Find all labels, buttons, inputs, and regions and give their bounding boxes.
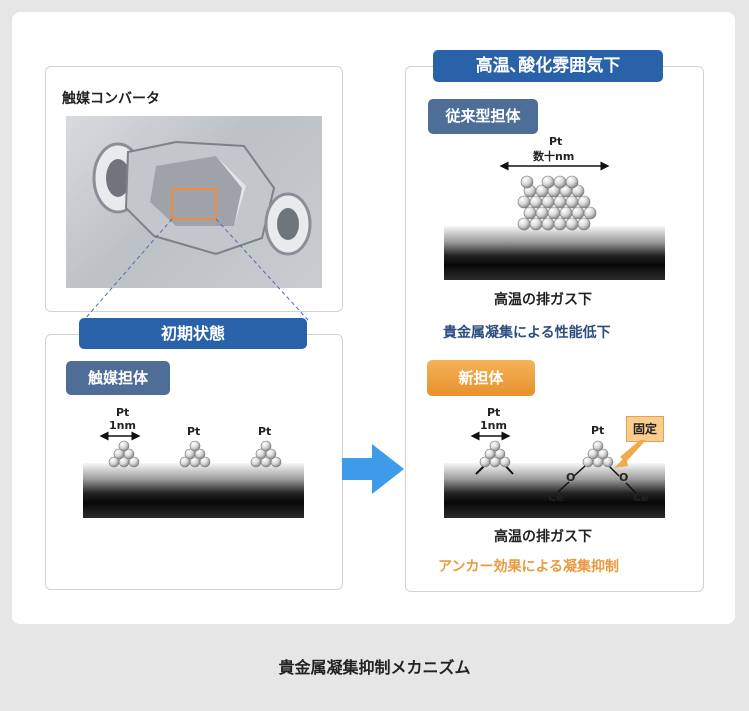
initial-pt-label-3: Pt xyxy=(258,425,272,438)
conditions-tag: 高温､酸化雰囲気下 xyxy=(433,50,663,82)
new-exhaust-label: 高温の排ガス下 xyxy=(494,529,592,545)
conventional-exhaust-label: 高温の排ガス下 xyxy=(494,292,592,308)
cerium-label-right: Ce xyxy=(633,491,649,504)
conventional-size-label: 数十nm xyxy=(533,150,575,163)
new-pt-cluster-2 xyxy=(582,440,614,468)
oxygen-label-left: O xyxy=(566,471,576,484)
conventional-carrier-pipe xyxy=(444,226,665,280)
fixed-pointer-arrow xyxy=(620,440,646,462)
new-carrier-pipe xyxy=(444,463,665,518)
anchor-bond-right xyxy=(608,465,620,477)
converter-label: 触媒コンバータ xyxy=(62,91,160,107)
converter-illustration xyxy=(92,140,312,256)
new-pt-label-2: Pt xyxy=(591,424,605,437)
conventional-pt-label: Pt xyxy=(549,135,563,148)
initial-pt-label-2: Pt xyxy=(187,425,201,438)
pt-cluster-2 xyxy=(179,440,211,468)
new-carrier-tag: 新担体 xyxy=(427,360,535,396)
new-pt-cluster-1 xyxy=(479,440,511,468)
oxygen-label-right: O xyxy=(619,471,629,484)
initial-carrier-pipe xyxy=(83,463,304,518)
conventional-result: 貴金属凝集による性能低下 xyxy=(443,325,611,341)
initial-pt-label-1: Pt xyxy=(116,406,130,419)
initial-size-label: 1nm xyxy=(109,419,136,432)
initial-carrier-tag: 触媒担体 xyxy=(66,361,170,395)
fixed-label: 固定 xyxy=(626,416,664,442)
anchor-bond-ce-right xyxy=(625,482,637,494)
cerium-label-left: Ce xyxy=(548,491,564,504)
pt-cluster-3 xyxy=(250,440,282,468)
new-pt-label-1: Pt xyxy=(487,406,501,419)
pt-cluster-1 xyxy=(108,440,140,468)
figure-caption: 貴金属凝集抑制メカニズム xyxy=(278,658,471,677)
converter-photo xyxy=(66,116,322,288)
initial-state-tag: 初期状態 xyxy=(79,318,307,349)
new-result: アンカー効果による凝集抑制 xyxy=(438,559,620,575)
anchor-bond-left xyxy=(573,465,586,477)
new-size-label: 1nm xyxy=(480,419,507,432)
anchor-bond-ce-left xyxy=(557,481,570,493)
conventional-tag: 従来型担体 xyxy=(428,99,538,134)
